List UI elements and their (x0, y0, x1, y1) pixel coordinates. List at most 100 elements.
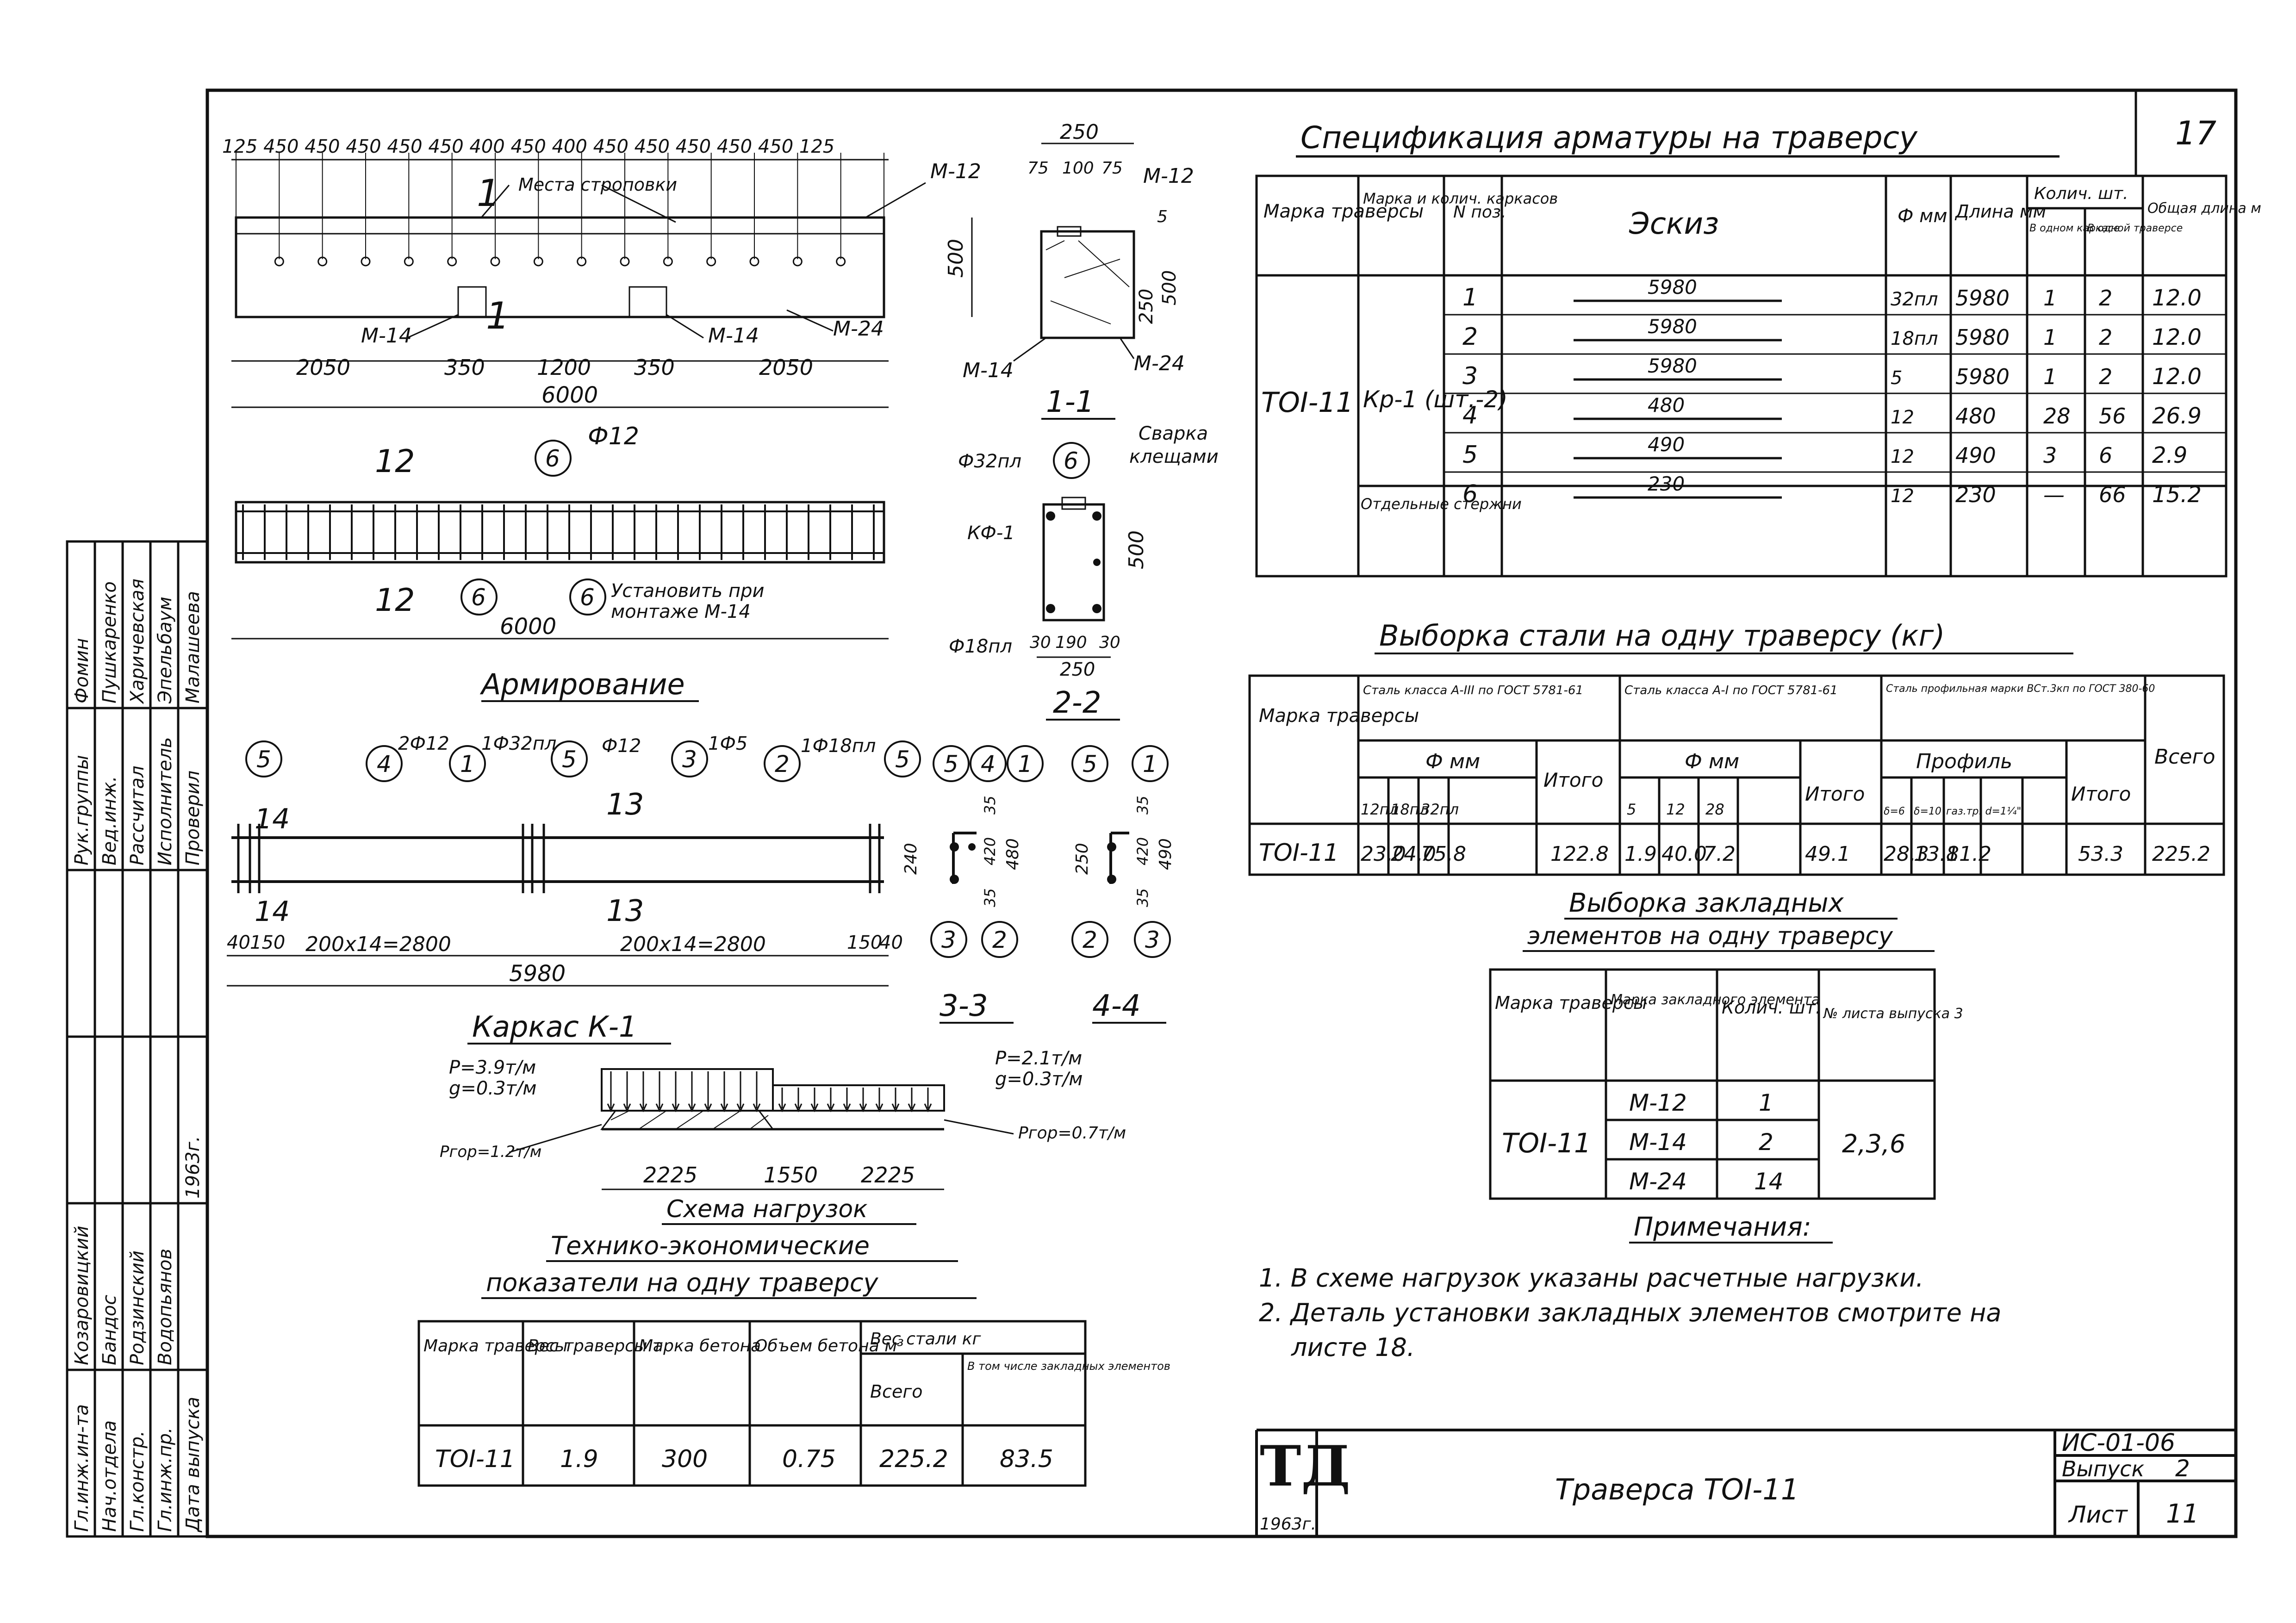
spec-pos-6: 6 (1462, 480, 1478, 508)
drawing-name: Траверса ТОI-11 (1555, 1473, 1799, 1506)
te-val-concrete: 300 (662, 1445, 708, 1473)
reinf-callout-6-top: 6 (545, 445, 560, 472)
s33-title: 3-3 (940, 989, 988, 1023)
stamp-role-4: Гл.инж.пр. (155, 1427, 176, 1532)
spec-q2-5: 6 (2099, 443, 2112, 468)
spec-dia-1: 32пл (1891, 289, 1938, 310)
reinf-total: 6000 (500, 614, 556, 640)
spec-h-len: Длина мм (1954, 201, 2046, 222)
cage-callout-5: 3 (682, 746, 697, 773)
beam-bottom-dim-4: 350 (634, 355, 675, 380)
stamp-name-6: Пушкаренко (99, 581, 120, 703)
load-arrow-head (859, 1103, 867, 1113)
load-g-left: g=0.3т/м (449, 1078, 536, 1099)
s44-callout-4: 3 (1145, 927, 1160, 953)
tech-econ-block: Технико-экономические показатели на одну… (417, 1231, 1170, 1487)
s44-callout-3: 2 (1083, 927, 1097, 953)
spec-h-total: Общая длина м (2147, 200, 2261, 217)
spec-sketch-5: 490 (1648, 433, 1685, 456)
te-h-embedded: В том числе закладных элементов (967, 1360, 1170, 1373)
spec-q1-1: 1 (2043, 286, 2057, 311)
beam-hole (663, 256, 673, 267)
beam-height: 500 (944, 239, 968, 278)
spec-title: Спецификация арматуры на траверсу (1300, 120, 1918, 155)
s44-dim-35a: 35 (1134, 796, 1151, 815)
emb-qty-1: 1 (1759, 1089, 1773, 1116)
spec-len-5: 490 (1955, 443, 1996, 468)
te-h-volume: Объем бетона м³ (754, 1337, 904, 1356)
spec-dia-3: 5 (1891, 367, 1902, 389)
s33-callout-circle (930, 921, 967, 958)
section-2-2: Ф32пл 6 Сварка клещами КФ-1 500 Ф18пл 30… (949, 423, 1219, 721)
stamp-name-5: Фомин (71, 638, 93, 703)
steel-h-prof: Сталь профильная марки ВСт.3кп по ГОСТ 3… (1886, 683, 2155, 695)
s44-callout-circle (1132, 745, 1169, 782)
s44-dim-490: 490 (1156, 838, 1175, 870)
beam-hole (274, 256, 284, 267)
s33-callout-1: 5 (944, 751, 958, 777)
s44-callout-2: 1 (1143, 751, 1157, 777)
steel-sub-8: δ=10 (1914, 806, 1941, 817)
sec22-title: 2-2 (1053, 686, 1101, 720)
sec22-phi32: Ф32пл (958, 451, 1021, 472)
te-h-brand: Марка траверсы (423, 1337, 568, 1356)
load-arrow-head (810, 1103, 819, 1113)
te-title-2: показатели на одну траверсу (486, 1268, 879, 1297)
spec-len-2: 5980 (1955, 325, 2010, 350)
steel-sub-7: δ=6 (1884, 806, 1905, 817)
cage-dim-150-left: 150 (250, 932, 285, 953)
spec-q1-3: 1 (2043, 364, 2057, 389)
drawing-code: ИС-01-06 (2062, 1429, 2175, 1457)
spec-block: Спецификация арматуры на траверсу Марка … (1255, 120, 2261, 578)
beam-m12-label: М-12 (930, 160, 981, 183)
steel-val-8: 40.0 (1661, 842, 1707, 866)
cage-callout-circle (366, 745, 403, 782)
steel-val-1: ТОI-11 (1259, 839, 1339, 867)
sec22-width: 250 (1060, 659, 1095, 680)
beam-hole (836, 256, 846, 267)
beam-hole (447, 256, 457, 267)
cage-callout-label-1: 2Ф12 (398, 733, 449, 754)
spec-sketch-4: 480 (1648, 394, 1685, 417)
cage-mark-14-bottom: 14 (255, 895, 290, 928)
s33-callout-circle (933, 745, 970, 782)
reinf-callout-6-b1: 6 (471, 584, 486, 611)
spec-dia-6: 12 (1891, 485, 1914, 507)
spec-len-6: 230 (1955, 482, 1996, 507)
cage-callout-4: 5 (562, 746, 577, 773)
steel-sub-3: 32пл (1421, 801, 1459, 818)
steel-val-16: 225.2 (2152, 842, 2210, 866)
s33-callout-5: 2 (992, 927, 1007, 953)
te-title-1: Технико-экономические (551, 1231, 870, 1260)
sec11-m24: М-24 (1134, 352, 1185, 375)
steel-val-6: 122.8 (1550, 842, 1609, 866)
stamp-role-9: Исполнитель (155, 737, 176, 865)
emb-el-2: М-14 (1629, 1129, 1687, 1156)
steel-h-phi-a1: Ф мм (1685, 750, 1739, 773)
s33-callout-circle (1007, 745, 1044, 782)
cage-callout-circle (671, 740, 708, 777)
te-val-steel-embedded: 83.5 (1000, 1445, 1053, 1473)
sec11-dim250: 250 (1136, 289, 1157, 324)
steel-h-a1: Сталь класса А-I по ГОСТ 5781-61 (1624, 684, 1838, 697)
spec-total-2: 12.0 (2152, 324, 2202, 350)
s33-callout-circle (970, 745, 1007, 782)
s33-dim-35a: 35 (981, 796, 999, 815)
cage-mark-14-top: 14 (255, 803, 290, 835)
beam-hole (361, 256, 371, 267)
beam-total: 6000 (541, 382, 598, 408)
steel-sub-2: 18пл (1391, 801, 1429, 818)
stamp-role-3: Гл.констр. (127, 1430, 148, 1532)
cage-callout-label-2: 1Ф32пл (481, 733, 557, 754)
spec-pos-3: 3 (1462, 362, 1478, 390)
sec22-dim-30b: 30 (1099, 633, 1120, 652)
spec-total-1: 12.0 (2152, 285, 2202, 311)
spec-q1-6: — (2043, 482, 2065, 507)
logo: ТД (1260, 1434, 1350, 1499)
sec11-dim5: 5 (1157, 207, 1168, 226)
steel-val-15: 53.3 (2078, 842, 2123, 866)
steel-val-4: 75.8 (1421, 842, 1466, 866)
sec11-sub3: 75 (1101, 159, 1123, 178)
steel-h-profile: Профиль (1916, 750, 2012, 773)
spec-dia-5: 12 (1891, 446, 1914, 467)
